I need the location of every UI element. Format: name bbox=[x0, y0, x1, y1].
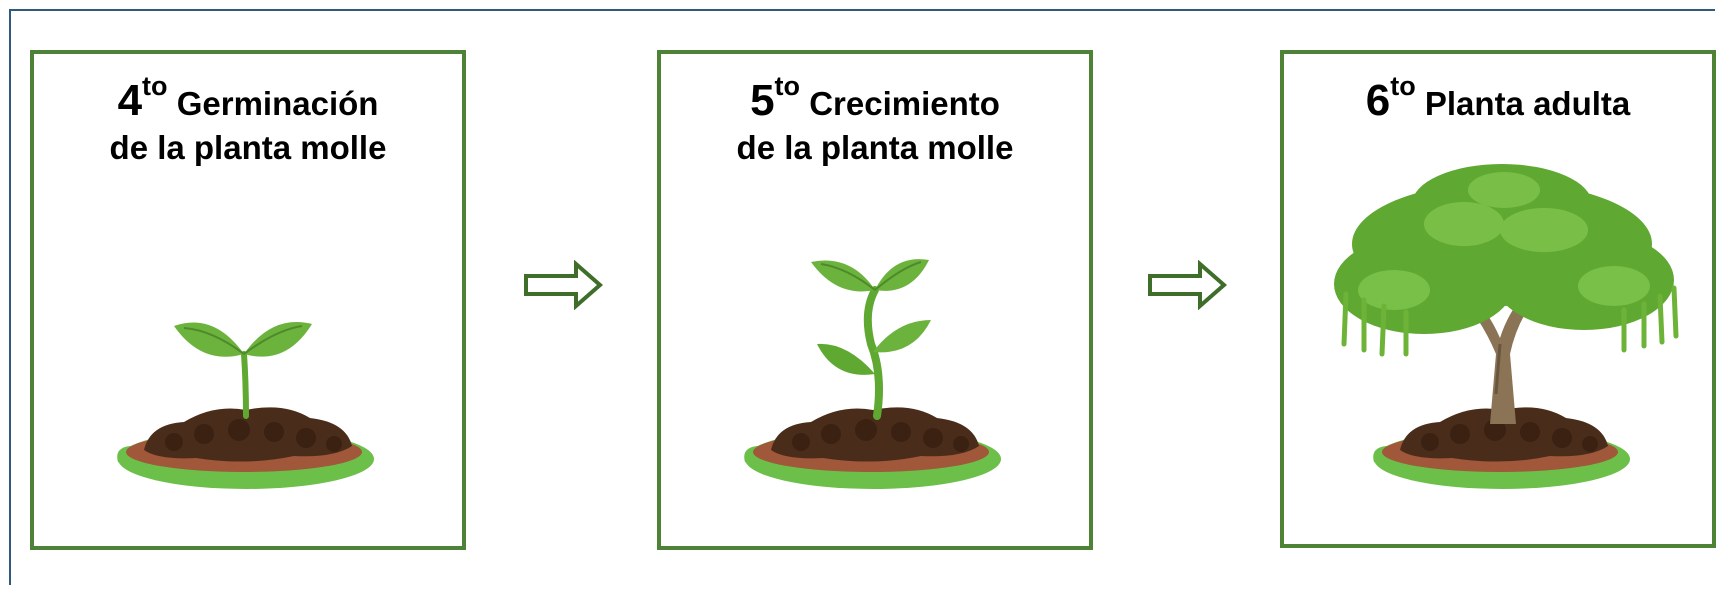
stage-title: 4to Germinación de la planta molle bbox=[34, 71, 462, 168]
stage-number-suffix: to bbox=[1390, 71, 1416, 101]
stage-title-line2: de la planta molle bbox=[736, 128, 1014, 166]
stage-title-line2: de la planta molle bbox=[109, 128, 387, 166]
stage-growth: 5to Crecimiento de la planta molle bbox=[657, 50, 1093, 550]
stage-title-line1: Germinación bbox=[176, 85, 379, 122]
diagram-frame bbox=[9, 9, 1715, 585]
stage-number: 4 bbox=[117, 76, 143, 125]
stage-number-suffix: to bbox=[774, 71, 801, 101]
stage-number: 5 bbox=[750, 76, 775, 125]
stage-title: 5to Crecimiento de la planta molle bbox=[661, 71, 1089, 168]
stage-title-line1: Planta adulta bbox=[1424, 85, 1631, 122]
stage-adult: 6to Planta adulta bbox=[1280, 50, 1716, 548]
stage-number-suffix: to bbox=[142, 71, 168, 101]
tree-icon bbox=[1334, 164, 1679, 489]
stage-number: 6 bbox=[1365, 76, 1391, 125]
arrow-right-icon bbox=[1148, 260, 1228, 310]
stage-title: 6to Planta adulta bbox=[1284, 71, 1712, 128]
stage-title-line1: Crecimiento bbox=[809, 85, 1000, 122]
stage-germination: 4to Germinación de la planta molle bbox=[30, 50, 466, 550]
arrow-right-icon bbox=[524, 260, 604, 310]
sprout-icon bbox=[117, 322, 374, 489]
seedling-icon bbox=[744, 259, 1001, 489]
